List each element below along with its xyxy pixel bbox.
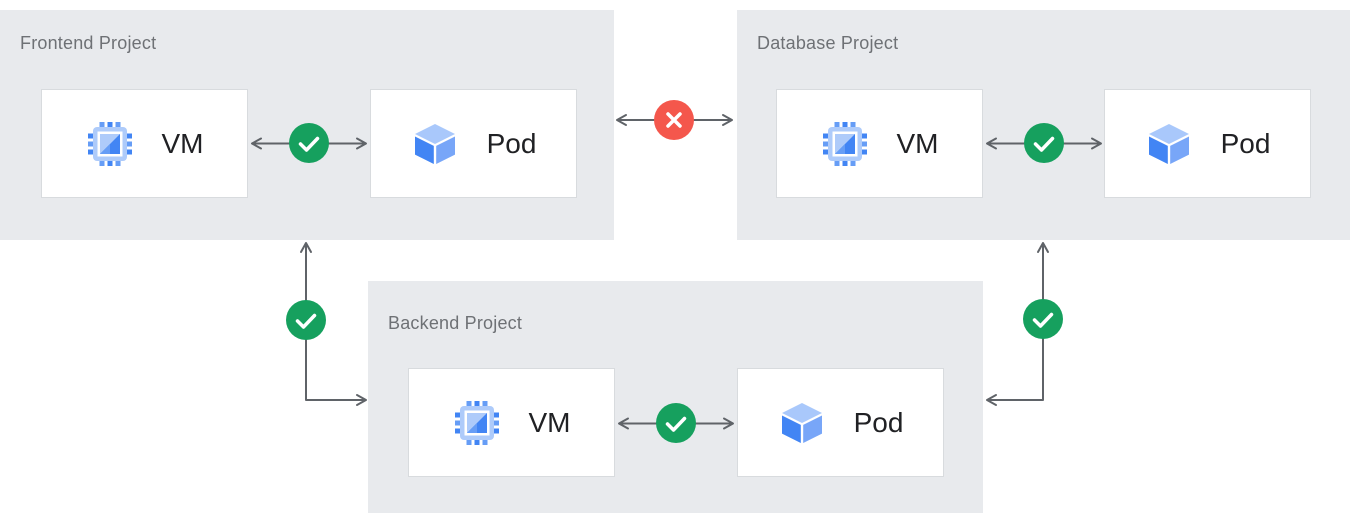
node-label: VM	[528, 406, 571, 438]
vm-chip-icon	[822, 121, 867, 166]
status-badge-allowed	[1023, 299, 1063, 339]
status-badge-blocked	[654, 100, 694, 140]
node-label: VM	[161, 127, 204, 159]
check-icon	[1032, 312, 1054, 328]
node-frontend-pod: Pod	[370, 89, 577, 198]
node-database-pod: Pod	[1104, 89, 1311, 198]
check-icon	[295, 313, 317, 329]
cross-icon	[666, 112, 682, 128]
pod-cube-icon	[414, 123, 455, 164]
status-badge-allowed	[1024, 123, 1064, 163]
check-icon	[298, 136, 320, 152]
check-icon	[1033, 136, 1055, 152]
panel-backend-project: Backend Project VM Pod	[368, 281, 983, 513]
node-database-vm: VM	[776, 89, 983, 198]
vm-chip-icon	[87, 121, 132, 166]
status-badge-allowed	[286, 300, 326, 340]
vm-chip-icon	[454, 400, 499, 445]
panel-title: Frontend Project	[20, 33, 157, 53]
status-badge-allowed	[289, 123, 329, 163]
node-label: VM	[896, 127, 939, 159]
status-badge-allowed	[656, 403, 696, 443]
node-label: Pod	[486, 127, 537, 159]
panel-title: Database Project	[757, 33, 899, 53]
panel-frontend-project: Frontend Project VM Pod	[0, 10, 614, 240]
check-icon	[665, 416, 687, 432]
pod-cube-icon	[1148, 123, 1189, 164]
pod-cube-icon	[781, 402, 822, 443]
node-label: Pod	[1220, 127, 1271, 159]
node-backend-vm: VM	[408, 368, 615, 477]
node-label: Pod	[853, 406, 904, 438]
node-frontend-vm: VM	[41, 89, 248, 198]
panel-title: Backend Project	[388, 313, 523, 333]
node-backend-pod: Pod	[737, 368, 944, 477]
